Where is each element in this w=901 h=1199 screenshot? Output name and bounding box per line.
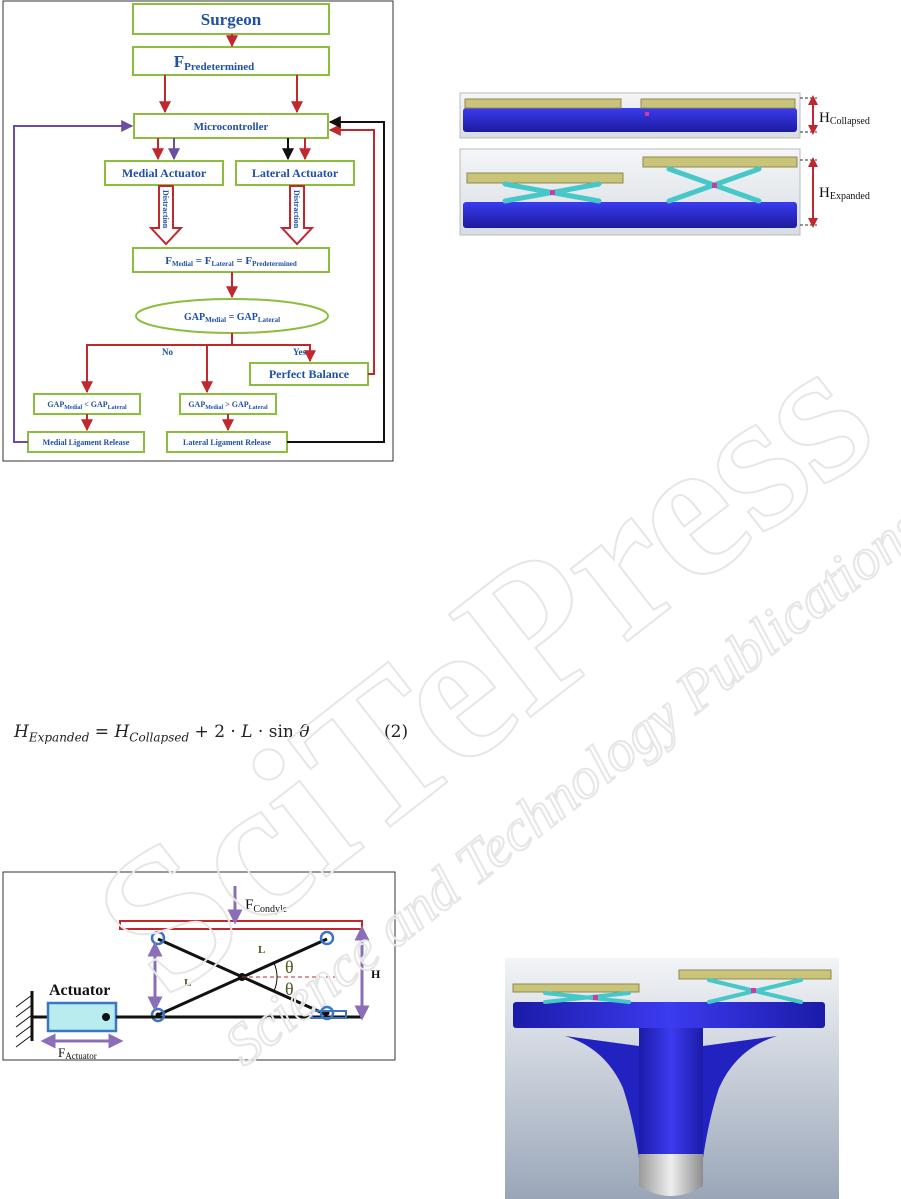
- svg-text:Medial Actuator: Medial Actuator: [122, 166, 207, 180]
- f-condyle-label: FCondyle: [245, 897, 288, 915]
- box-gap-greater: GAPMedial > GAPLateral: [179, 393, 277, 415]
- distraction-arrow-lateral: Distraction: [279, 185, 315, 246]
- svg-text:Distraction: Distraction: [161, 190, 170, 229]
- svg-text:Surgeon: Surgeon: [201, 10, 262, 29]
- expanded-state: HExpanded: [459, 148, 870, 236]
- equation-2: HExpanded = HCollapsed + 2 · L · sin θ (…: [14, 722, 409, 745]
- flow-connectors: [13, 34, 385, 443]
- svg-text:FMedial = FLateral = FPredeter: FMedial = FLateral = FPredetermined: [165, 255, 297, 268]
- box-force-equality: FMedial = FLateral = FPredetermined: [132, 247, 330, 273]
- box-gap-less: GAPMedial < GAPLateral: [33, 393, 141, 415]
- svg-text:Perfect Balance: Perfect Balance: [269, 367, 350, 381]
- box-medial-actuator: Medial Actuator: [104, 160, 224, 186]
- decision-gap-equality: GAPMedial = GAPLateral: [135, 298, 329, 334]
- svg-text:Distraction: Distraction: [292, 190, 301, 229]
- svg-text:Microcontroller: Microcontroller: [194, 121, 269, 133]
- flowchart-figure: Surgeon FPredetermined Microcontroller M…: [2, 0, 394, 462]
- box-perfect-balance: Perfect Balance: [249, 362, 369, 386]
- box-medial-release: Medial Ligament Release: [27, 431, 145, 453]
- box-microcontroller: Microcontroller: [133, 113, 329, 139]
- equation-number: (2): [384, 722, 409, 742]
- label-yes: Yes: [293, 347, 306, 357]
- svg-text:GAPMedial = GAPLateral: GAPMedial = GAPLateral: [184, 312, 280, 324]
- svg-text:GAPMedial < GAPLateral: GAPMedial < GAPLateral: [47, 400, 127, 411]
- device-height-figure: HCollapsed HExpanded: [459, 92, 870, 236]
- box-surgeon: Surgeon: [132, 3, 330, 35]
- svg-text:L: L: [258, 944, 265, 956]
- collapsed-state: HCollapsed: [459, 92, 870, 139]
- svg-text:Lateral Actuator: Lateral Actuator: [252, 166, 339, 180]
- device-render-figure: [505, 958, 839, 1199]
- svg-text:θ: θ: [285, 957, 294, 977]
- svg-text:FActuator: FActuator: [58, 1045, 97, 1061]
- svg-text:HExpanded: HExpanded: [819, 185, 870, 202]
- svg-text:FPredetermined: FPredetermined: [174, 52, 254, 73]
- svg-text:GAPMedial > GAPLateral: GAPMedial > GAPLateral: [188, 400, 268, 411]
- box-lateral-actuator: Lateral Actuator: [235, 160, 355, 186]
- svg-text:θ: θ: [285, 979, 294, 999]
- distraction-arrow-medial: Distraction: [148, 185, 184, 246]
- label-no: No: [162, 347, 173, 357]
- svg-text:Actuator: Actuator: [49, 982, 110, 999]
- box-lateral-release: Lateral Ligament Release: [166, 431, 288, 453]
- box-f-predetermined: FPredetermined: [132, 46, 330, 76]
- svg-text:HCollapsed: HCollapsed: [819, 110, 870, 127]
- svg-text:H: H: [371, 967, 381, 981]
- svg-text:Lateral Ligament Release: Lateral Ligament Release: [183, 438, 271, 447]
- scissor-mechanism-figure: FCondyle θ θ L L H Actuator FActuator: [2, 871, 396, 1061]
- svg-text:Medial Ligament Release: Medial Ligament Release: [43, 438, 130, 447]
- svg-text:L: L: [184, 977, 191, 989]
